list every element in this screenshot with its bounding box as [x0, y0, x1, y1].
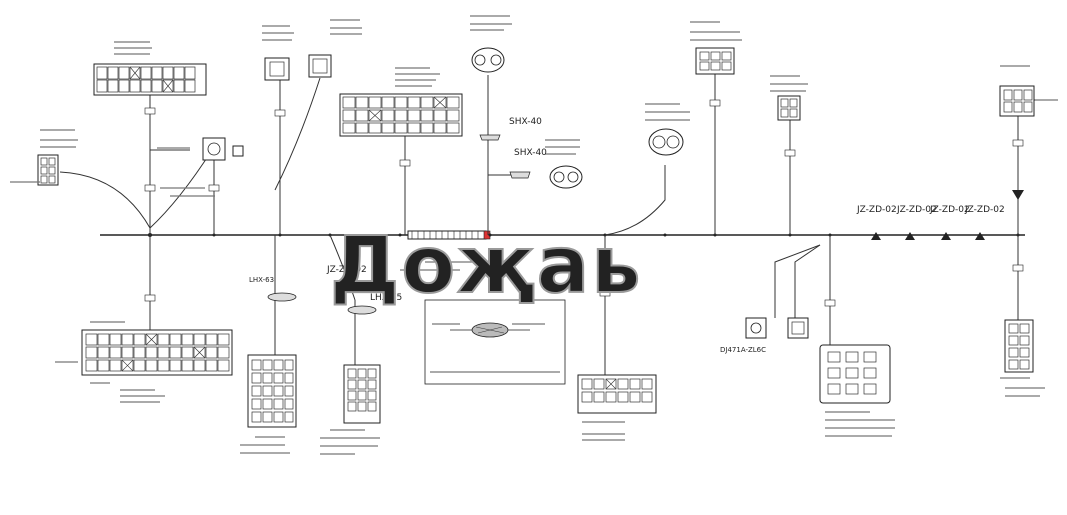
connector-top-pair — [264, 54, 332, 81]
grommets — [144, 99, 1024, 315]
wire-code-w1: SHX-40 — [509, 117, 542, 127]
wire-code-w10: DJ471A-ZL6C — [720, 346, 766, 354]
branch-wires — [59, 70, 1040, 375]
round-connectors — [471, 47, 684, 189]
wire-code-labels: SHX-40 SHX-40 JZ-ZD-02 JZ-ZD-02 JZ-ZD-02… — [249, 117, 1005, 354]
detail-inset — [424, 299, 566, 385]
connector-bottom-left — [81, 329, 233, 376]
connector-bottom-center — [577, 374, 657, 414]
illegible-labels — [10, 15, 1058, 455]
wire-code-w3: JZ-ZD-02 — [326, 265, 367, 275]
connector-top-left — [93, 63, 207, 96]
wire-code-w4: JZ-ZD-02 — [856, 205, 897, 215]
connector-top-center — [339, 93, 463, 137]
connector-door-right — [343, 364, 381, 424]
wire-code-w9: LHX-75 — [370, 293, 402, 303]
watermark: Доҗаь — [330, 221, 643, 311]
wire-code-w8: LHX-63 — [249, 276, 274, 284]
relay-module — [202, 137, 244, 161]
wire-code-w7: JZ-ZD-02 — [964, 205, 1005, 215]
connector-door-left — [247, 354, 297, 428]
wire-code-w5: JZ-ZD-02 — [896, 205, 937, 215]
connector-right-top — [695, 47, 1035, 121]
connector-left-small — [37, 154, 59, 186]
wire-code-w2: SHX-40 — [514, 148, 547, 158]
connector-bottom-right — [745, 317, 1034, 404]
wire-code-w6: JZ-ZD-02 — [929, 205, 970, 215]
